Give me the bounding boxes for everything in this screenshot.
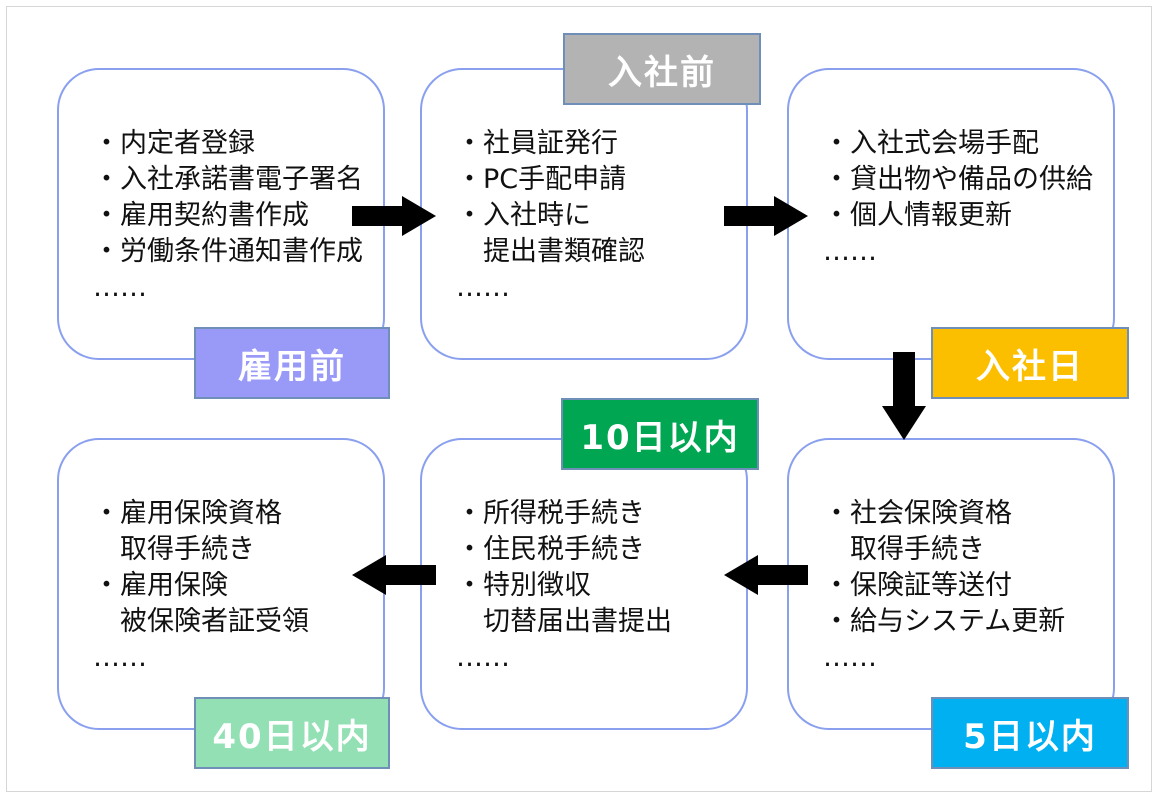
step-task-list: ・社会保険資格 取得手続き ・保険証等送付 ・給与システム更新 …… bbox=[823, 496, 1065, 676]
task-item: ・入社時に bbox=[456, 200, 591, 231]
step-task-list: ・所得税手続き ・住民税手続き ・特別徴収 切替届出書提出 …… bbox=[456, 496, 672, 676]
step-box-within-10-days: ・所得税手続き ・住民税手続き ・特別徴収 切替届出書提出 …… bbox=[420, 438, 748, 730]
task-item: …… bbox=[93, 642, 147, 673]
step-box-pre-employment: ・内定者登録 ・入社承諾書電子署名 ・雇用契約書作成 ・労働条件通知書作成 …… bbox=[57, 68, 385, 360]
task-item: ・入社承諾書電子署名 bbox=[93, 164, 363, 195]
task-item: 切替届出書提出 bbox=[456, 606, 672, 637]
step-label-pre-employment: 雇用前 bbox=[194, 327, 390, 399]
task-item: ・労働条件通知書作成 bbox=[93, 236, 363, 267]
task-item: ・社会保険資格 bbox=[823, 498, 1012, 529]
arrow-right-icon bbox=[724, 196, 808, 236]
task-item: 被保険者証受領 bbox=[93, 606, 309, 637]
step-label-joining-day: 入社日 bbox=[931, 327, 1129, 399]
task-item: ・給与システム更新 bbox=[823, 606, 1066, 637]
step-task-list: ・社員証発行 ・PC手配申請 ・入社時に 提出書類確認 …… bbox=[456, 126, 645, 306]
task-item: …… bbox=[456, 272, 510, 303]
arrow-left-icon bbox=[724, 555, 808, 595]
step-box-within-5-days: ・社会保険資格 取得手続き ・保険証等送付 ・給与システム更新 …… bbox=[787, 438, 1115, 730]
task-item: …… bbox=[823, 642, 877, 673]
step-task-list: ・内定者登録 ・入社承諾書電子署名 ・雇用契約書作成 ・労働条件通知書作成 …… bbox=[93, 126, 363, 306]
step-box-pre-joining: ・社員証発行 ・PC手配申請 ・入社時に 提出書類確認 …… bbox=[420, 68, 748, 360]
task-item: ・特別徴収 bbox=[456, 570, 591, 601]
step-label-pre-joining: 入社前 bbox=[563, 33, 761, 105]
task-item: ・住民税手続き bbox=[456, 534, 645, 565]
task-item: ・社員証発行 bbox=[456, 128, 618, 159]
arrow-down-icon bbox=[882, 352, 926, 440]
task-item: ・個人情報更新 bbox=[823, 200, 1012, 231]
task-item: …… bbox=[456, 642, 510, 673]
task-item: ・内定者登録 bbox=[93, 128, 255, 159]
diagram-frame bbox=[6, 6, 1152, 792]
task-item: ・所得税手続き bbox=[456, 498, 645, 529]
task-item: …… bbox=[823, 236, 877, 267]
task-item: ・雇用保険資格 bbox=[93, 498, 282, 529]
step-label-within-10-days: 10日以内 bbox=[561, 398, 759, 470]
task-item: ・雇用保険 bbox=[93, 570, 228, 601]
step-task-list: ・雇用保険資格 取得手続き ・雇用保険 被保険者証受領 …… bbox=[93, 496, 309, 676]
arrow-left-icon bbox=[352, 555, 436, 595]
step-label-within-5-days: 5日以内 bbox=[931, 697, 1129, 769]
step-box-joining-day: ・入社式会場手配 ・貸出物や備品の供給 ・個人情報更新 …… bbox=[787, 68, 1115, 360]
task-item: ・保険証等送付 bbox=[823, 570, 1012, 601]
task-item: ・雇用契約書作成 bbox=[93, 200, 309, 231]
task-item: 取得手続き bbox=[93, 534, 255, 565]
step-box-within-40-days: ・雇用保険資格 取得手続き ・雇用保険 被保険者証受領 …… bbox=[57, 438, 385, 730]
task-item: …… bbox=[93, 272, 147, 303]
arrow-right-icon bbox=[352, 196, 436, 236]
task-item: 取得手続き bbox=[823, 534, 985, 565]
step-task-list: ・入社式会場手配 ・貸出物や備品の供給 ・個人情報更新 …… bbox=[823, 126, 1093, 270]
task-item: ・入社式会場手配 bbox=[823, 128, 1039, 159]
task-item: ・貸出物や備品の供給 bbox=[823, 164, 1093, 195]
step-label-within-40-days: 40日以内 bbox=[194, 697, 390, 769]
task-item: 提出書類確認 bbox=[456, 236, 645, 267]
task-item: ・PC手配申請 bbox=[456, 164, 627, 195]
